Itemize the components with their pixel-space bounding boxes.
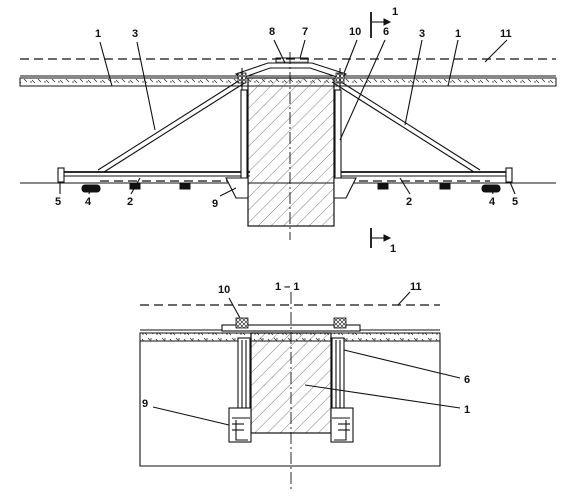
strut-left-a <box>97 79 241 171</box>
label-1-right: 1 <box>455 28 461 40</box>
section-outline <box>139 341 441 467</box>
section-label-11: 11 <box>410 281 422 293</box>
label-10: 10 <box>349 26 361 38</box>
label-1-left: 1 <box>95 28 101 40</box>
top-leaders <box>59 39 516 197</box>
label-7: 7 <box>302 26 308 38</box>
label-6: 6 <box>383 26 389 38</box>
top-shim <box>275 57 309 64</box>
section-mark-bottom <box>370 228 392 248</box>
label-2-right: 2 <box>406 196 412 208</box>
strut-right-a <box>337 79 481 171</box>
label-11: 11 <box>500 28 512 40</box>
section-label-6: 6 <box>464 374 470 386</box>
section-block-left <box>228 407 252 443</box>
section-label-10: 10 <box>218 284 230 296</box>
bolt-block-3 <box>377 183 389 190</box>
section-label-9: 9 <box>142 398 148 410</box>
label-4-right: 4 <box>489 196 496 208</box>
end-plate-left <box>57 167 65 183</box>
section-leaders <box>152 291 461 426</box>
support-pad-right <box>481 184 501 193</box>
label-8: 8 <box>269 26 275 38</box>
bolt-block-2 <box>179 183 191 190</box>
bracket-right <box>333 177 357 199</box>
support-pad-left <box>81 184 101 193</box>
section-mark-top <box>370 12 392 38</box>
section-view: 1 – 1 10 11 6 1 9 <box>139 281 470 492</box>
side-plate-left <box>240 89 248 191</box>
section-mark-top-label: 1 <box>392 6 398 18</box>
top-view: 1 3 8 7 10 6 3 1 11 1 5 4 2 9 2 4 5 1 <box>19 6 557 255</box>
section-title: 1 – 1 <box>275 281 299 293</box>
bracket-left <box>225 177 249 199</box>
section-mark-bottom-label: 1 <box>390 243 396 255</box>
strut-left-b <box>103 81 247 173</box>
label-9: 9 <box>212 198 218 210</box>
section-label-1: 1 <box>464 404 470 416</box>
label-5-right: 5 <box>512 196 518 208</box>
section-block-right <box>330 407 354 443</box>
bolt-block-4 <box>439 183 451 190</box>
column <box>247 77 335 227</box>
label-5-left: 5 <box>55 196 61 208</box>
label-3-left: 3 <box>132 28 138 40</box>
label-2-left: 2 <box>127 196 133 208</box>
strut-right-b <box>331 81 475 173</box>
section-anchor-block-left <box>235 317 249 329</box>
label-3-right: 3 <box>419 28 425 40</box>
section-anchor-block-right <box>333 317 347 329</box>
end-plate-right <box>505 167 513 183</box>
label-4-left: 4 <box>85 196 92 208</box>
